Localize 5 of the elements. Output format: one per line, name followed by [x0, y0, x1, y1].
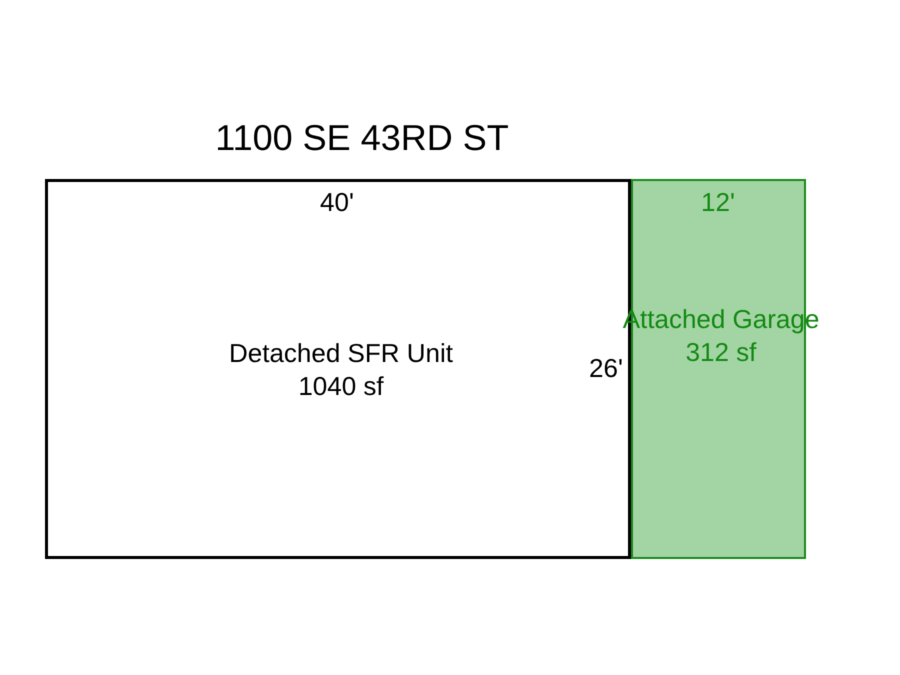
address-title: 1100 SE 43RD ST	[215, 116, 509, 160]
dimension-label: 40'	[320, 186, 354, 218]
area-label: Detached SFR Unit 1040 sf	[228, 337, 454, 402]
dimension-label: 26'	[589, 352, 623, 384]
dimension-label: 12'	[701, 186, 735, 218]
